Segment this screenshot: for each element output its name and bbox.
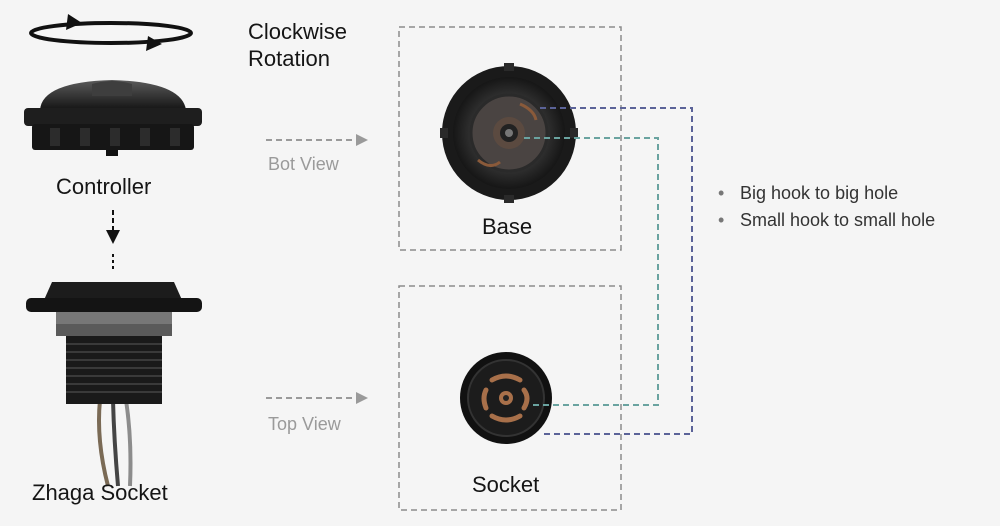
rotation-label-line-1: Clockwise	[248, 19, 348, 44]
rotation-label-line-2: Rotation	[248, 46, 330, 71]
big-hook-connection-line	[540, 107, 693, 435]
note-small-hook: Small hook to small hole	[718, 207, 935, 234]
base-image	[440, 63, 578, 203]
socket-image	[460, 352, 552, 444]
bot-view-arrow-icon	[266, 134, 368, 146]
base-label: Base	[482, 214, 533, 239]
top-view-arrow-icon	[266, 392, 368, 404]
top-view-label: Top View	[268, 414, 341, 434]
zhaga-socket-label: Zhaga Socket	[32, 480, 168, 505]
rotation-label: Clockwise Rotation	[248, 18, 347, 72]
notes-list: Big hook to big hole Small hook to small…	[718, 180, 935, 234]
note-big-hook: Big hook to big hole	[718, 180, 935, 207]
down-arrow-icon	[106, 210, 120, 270]
controller-label: Controller	[56, 174, 152, 199]
rotation-arrow-icon	[29, 14, 193, 51]
bot-view-label: Bot View	[268, 154, 339, 174]
small-hook-connection-line	[524, 137, 659, 406]
zhaga-socket-image	[26, 282, 202, 487]
socket-label: Socket	[472, 472, 540, 497]
socket-frame	[398, 285, 622, 511]
controller-image	[24, 80, 202, 156]
base-frame	[398, 26, 622, 251]
